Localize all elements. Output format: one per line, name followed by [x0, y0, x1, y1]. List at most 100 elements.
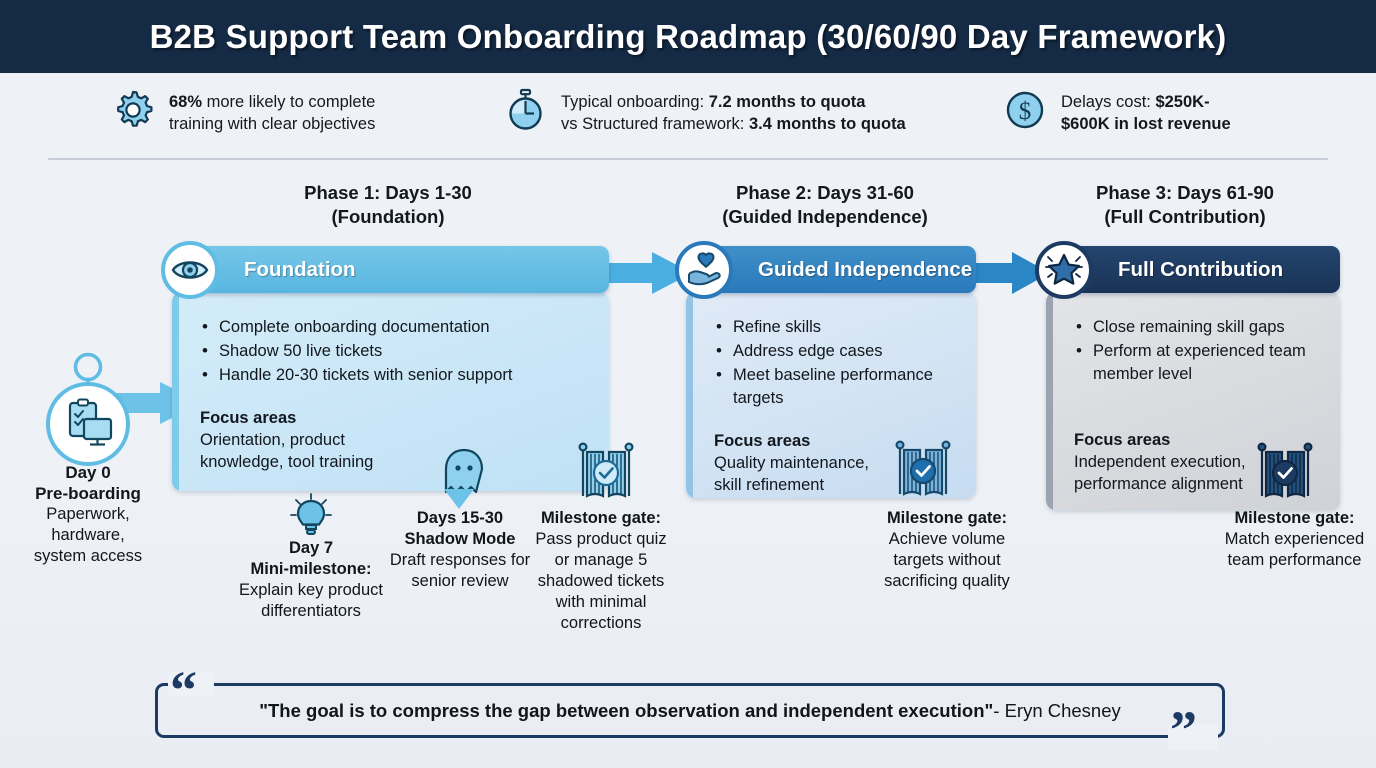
quote-close-mark: ”: [1170, 700, 1197, 760]
list-item: Close remaining skill gaps: [1074, 315, 1326, 339]
stat-bold-1: $250K-: [1155, 92, 1210, 111]
stat-text-ramp: Typical onboarding: 7.2 months to quota …: [561, 91, 906, 135]
arrow-phase2-to-phase3: [962, 252, 1050, 294]
list-item: Shadow 50 live tickets: [200, 339, 595, 363]
header-divider: [48, 158, 1328, 160]
phase-1-pill[interactable]: Foundation: [172, 246, 609, 293]
stat-bold-1: 68%: [169, 92, 203, 111]
page-title: B2B Support Team Onboarding Roadmap (30/…: [149, 17, 1227, 55]
stat-item-training: 68% more likely to complete training wit…: [110, 87, 375, 138]
phase-2-pill-label: Guided Independence: [758, 257, 973, 281]
phase-3-pill[interactable]: Full Contribution: [1046, 246, 1340, 293]
quote-attribution: - Eryn Chesney: [993, 699, 1121, 721]
gear-icon: [110, 87, 156, 138]
gate-check-icon: [1257, 442, 1313, 498]
stopwatch-icon: [502, 87, 548, 138]
phase-3-card[interactable]: Close remaining skill gaps Perform at ex…: [1046, 292, 1340, 510]
day0-desc-line3: system access: [33, 547, 143, 565]
phase-3-heading-line2: (Full Contribution): [1104, 206, 1266, 227]
phase-2-badge: [675, 241, 733, 299]
phase-3-accent-bar: [1046, 292, 1053, 510]
phase-3-content: Close remaining skill gaps Perform at ex…: [1074, 315, 1326, 495]
annotation-day7-bold1: Day 7: [288, 539, 334, 557]
phase-1-bullet-list: Complete onboarding documentation Shadow…: [200, 315, 595, 387]
annotation-gate3-text: Match experienced team performance: [1224, 530, 1365, 569]
day0-caption: Day 0 Pre-boarding Paperwork, hardware, …: [3, 462, 173, 567]
phase-2-accent-bar: [686, 292, 693, 498]
annotation-gate-2: Milestone gate: Achieve volume targets w…: [878, 508, 1016, 592]
phase-2-heading: Phase 2: Days 31-60 (Guided Independence…: [645, 181, 1005, 229]
annotation-gate2-bold: Milestone gate:: [886, 509, 1008, 527]
day0-desc-line1: Paperwork,: [46, 505, 130, 523]
quote-open-mark: “: [170, 660, 197, 720]
phase-2-pill[interactable]: Guided Independence: [686, 246, 976, 293]
annotation-day7-text: Explain key product differentiators: [239, 581, 383, 620]
phase-1-pill-label: Foundation: [244, 257, 356, 281]
annotation-day7-bold2: Mini-milestone:: [250, 560, 372, 578]
phase-1-heading-line2: (Foundation): [331, 206, 445, 227]
gate-check-icon: [895, 440, 951, 496]
phase-1-accent-bar: [172, 292, 179, 491]
phase-1-badge: [161, 241, 219, 299]
stat-item-cost: $ Delays cost: $250K- $600K in lost reve…: [1002, 87, 1231, 138]
annotation-shadow-text: Draft responses for senior review: [389, 551, 531, 590]
list-item: Handle 20-30 tickets with senior support: [200, 363, 595, 387]
day0-desc-line2: hardware,: [51, 526, 125, 544]
phase-3-pill-label: Full Contribution: [1118, 257, 1284, 281]
phase-1-heading-line1: Phase 1: Days 1-30: [304, 182, 472, 203]
stat-bold-2: 3.4 months to quota: [748, 114, 906, 133]
phase-2-card[interactable]: Refine skills Address edge cases Meet ba…: [686, 292, 976, 498]
list-item: Refine skills: [714, 315, 962, 339]
annotation-gate2-text: Achieve volume targets without sacrifici…: [884, 530, 1010, 590]
ghost-icon: [444, 448, 484, 494]
stat-rest-2: vs Structured framework:: [561, 114, 749, 133]
phase-2-focus-text: Quality maintenance, skill refinement: [714, 454, 870, 494]
star-icon: [1045, 253, 1083, 285]
annotation-gate1-text: Pass product quiz or manage 5 shadowed t…: [535, 530, 667, 632]
phase-1-card[interactable]: Complete onboarding documentation Shadow…: [172, 292, 634, 498]
stat-rest-1: more likely to complete: [202, 92, 376, 111]
stat-bold-1: 7.2 months to quota: [708, 92, 866, 111]
list-item: Meet baseline performance targets: [714, 363, 962, 410]
stat-item-ramp: Typical onboarding: 7.2 months to quota …: [502, 87, 906, 138]
phase-2-heading-line2: (Guided Independence): [722, 206, 928, 227]
annotation-shadow-bold2: Shadow Mode: [404, 530, 516, 548]
day0-title-line2: Pre-boarding: [35, 484, 141, 503]
shadow-mode-pointer-icon: [444, 489, 474, 509]
phase-3-heading: Phase 3: Days 61-90 (Full Contribution): [1015, 181, 1355, 229]
phase-2-focus-title: Focus areas: [714, 432, 811, 450]
clipboard-monitor-icon: [68, 398, 113, 446]
hand-heart-icon: [688, 252, 721, 286]
annotation-gate3-bold: Milestone gate:: [1234, 509, 1355, 527]
phase-3-focus-text: Independent execution, performance align…: [1074, 453, 1246, 493]
quote-content: "The goal is to compress the gap between…: [155, 683, 1225, 738]
annotation-gate1-bold: Milestone gate:: [540, 509, 662, 527]
day0-badge: [46, 382, 130, 466]
stat-text-training: 68% more likely to complete training wit…: [169, 91, 375, 135]
quote-box: [155, 683, 1225, 738]
phase-3-heading-line1: Phase 3: Days 61-90: [1096, 182, 1274, 203]
stat-rest-1: Typical onboarding:: [561, 92, 709, 111]
annotation-shadow-mode: Days 15-30 Shadow Mode Draft responses f…: [382, 508, 538, 592]
phase-1-content: Complete onboarding documentation Shadow…: [200, 315, 595, 473]
phase-1-focus-title: Focus areas: [200, 409, 297, 427]
annotation-day7: Day 7 Mini-milestone: Explain key produc…: [232, 538, 390, 622]
stat-bold-2: $600K in lost revenue: [1061, 114, 1231, 133]
svg-text:$: $: [1019, 98, 1032, 125]
stats-strip: 68% more likely to complete training wit…: [0, 73, 1376, 158]
quote-text: "The goal is to compress the gap between…: [259, 699, 994, 721]
annotation-gate-3: Milestone gate: Match experienced team p…: [1222, 508, 1367, 571]
list-item: Perform at experienced team member level: [1074, 339, 1326, 386]
quote-close-mask: [1168, 724, 1218, 750]
phase-3-badge: [1035, 241, 1093, 299]
quote-open-mask: [168, 672, 214, 696]
page-title-bar: B2B Support Team Onboarding Roadmap (30/…: [0, 0, 1376, 73]
arrow-phase1-to-phase2: [596, 252, 692, 294]
phase-1-heading: Phase 1: Days 1-30 (Foundation): [188, 181, 588, 229]
phase-1-focus-text: Orientation, product knowledge, tool tra…: [200, 431, 374, 471]
phase-2-content: Refine skills Address edge cases Meet ba…: [714, 315, 962, 496]
annotation-shadow-bold1: Days 15-30: [416, 509, 504, 527]
day0-title-line1: Day 0: [65, 463, 111, 482]
eye-icon: [171, 261, 209, 279]
